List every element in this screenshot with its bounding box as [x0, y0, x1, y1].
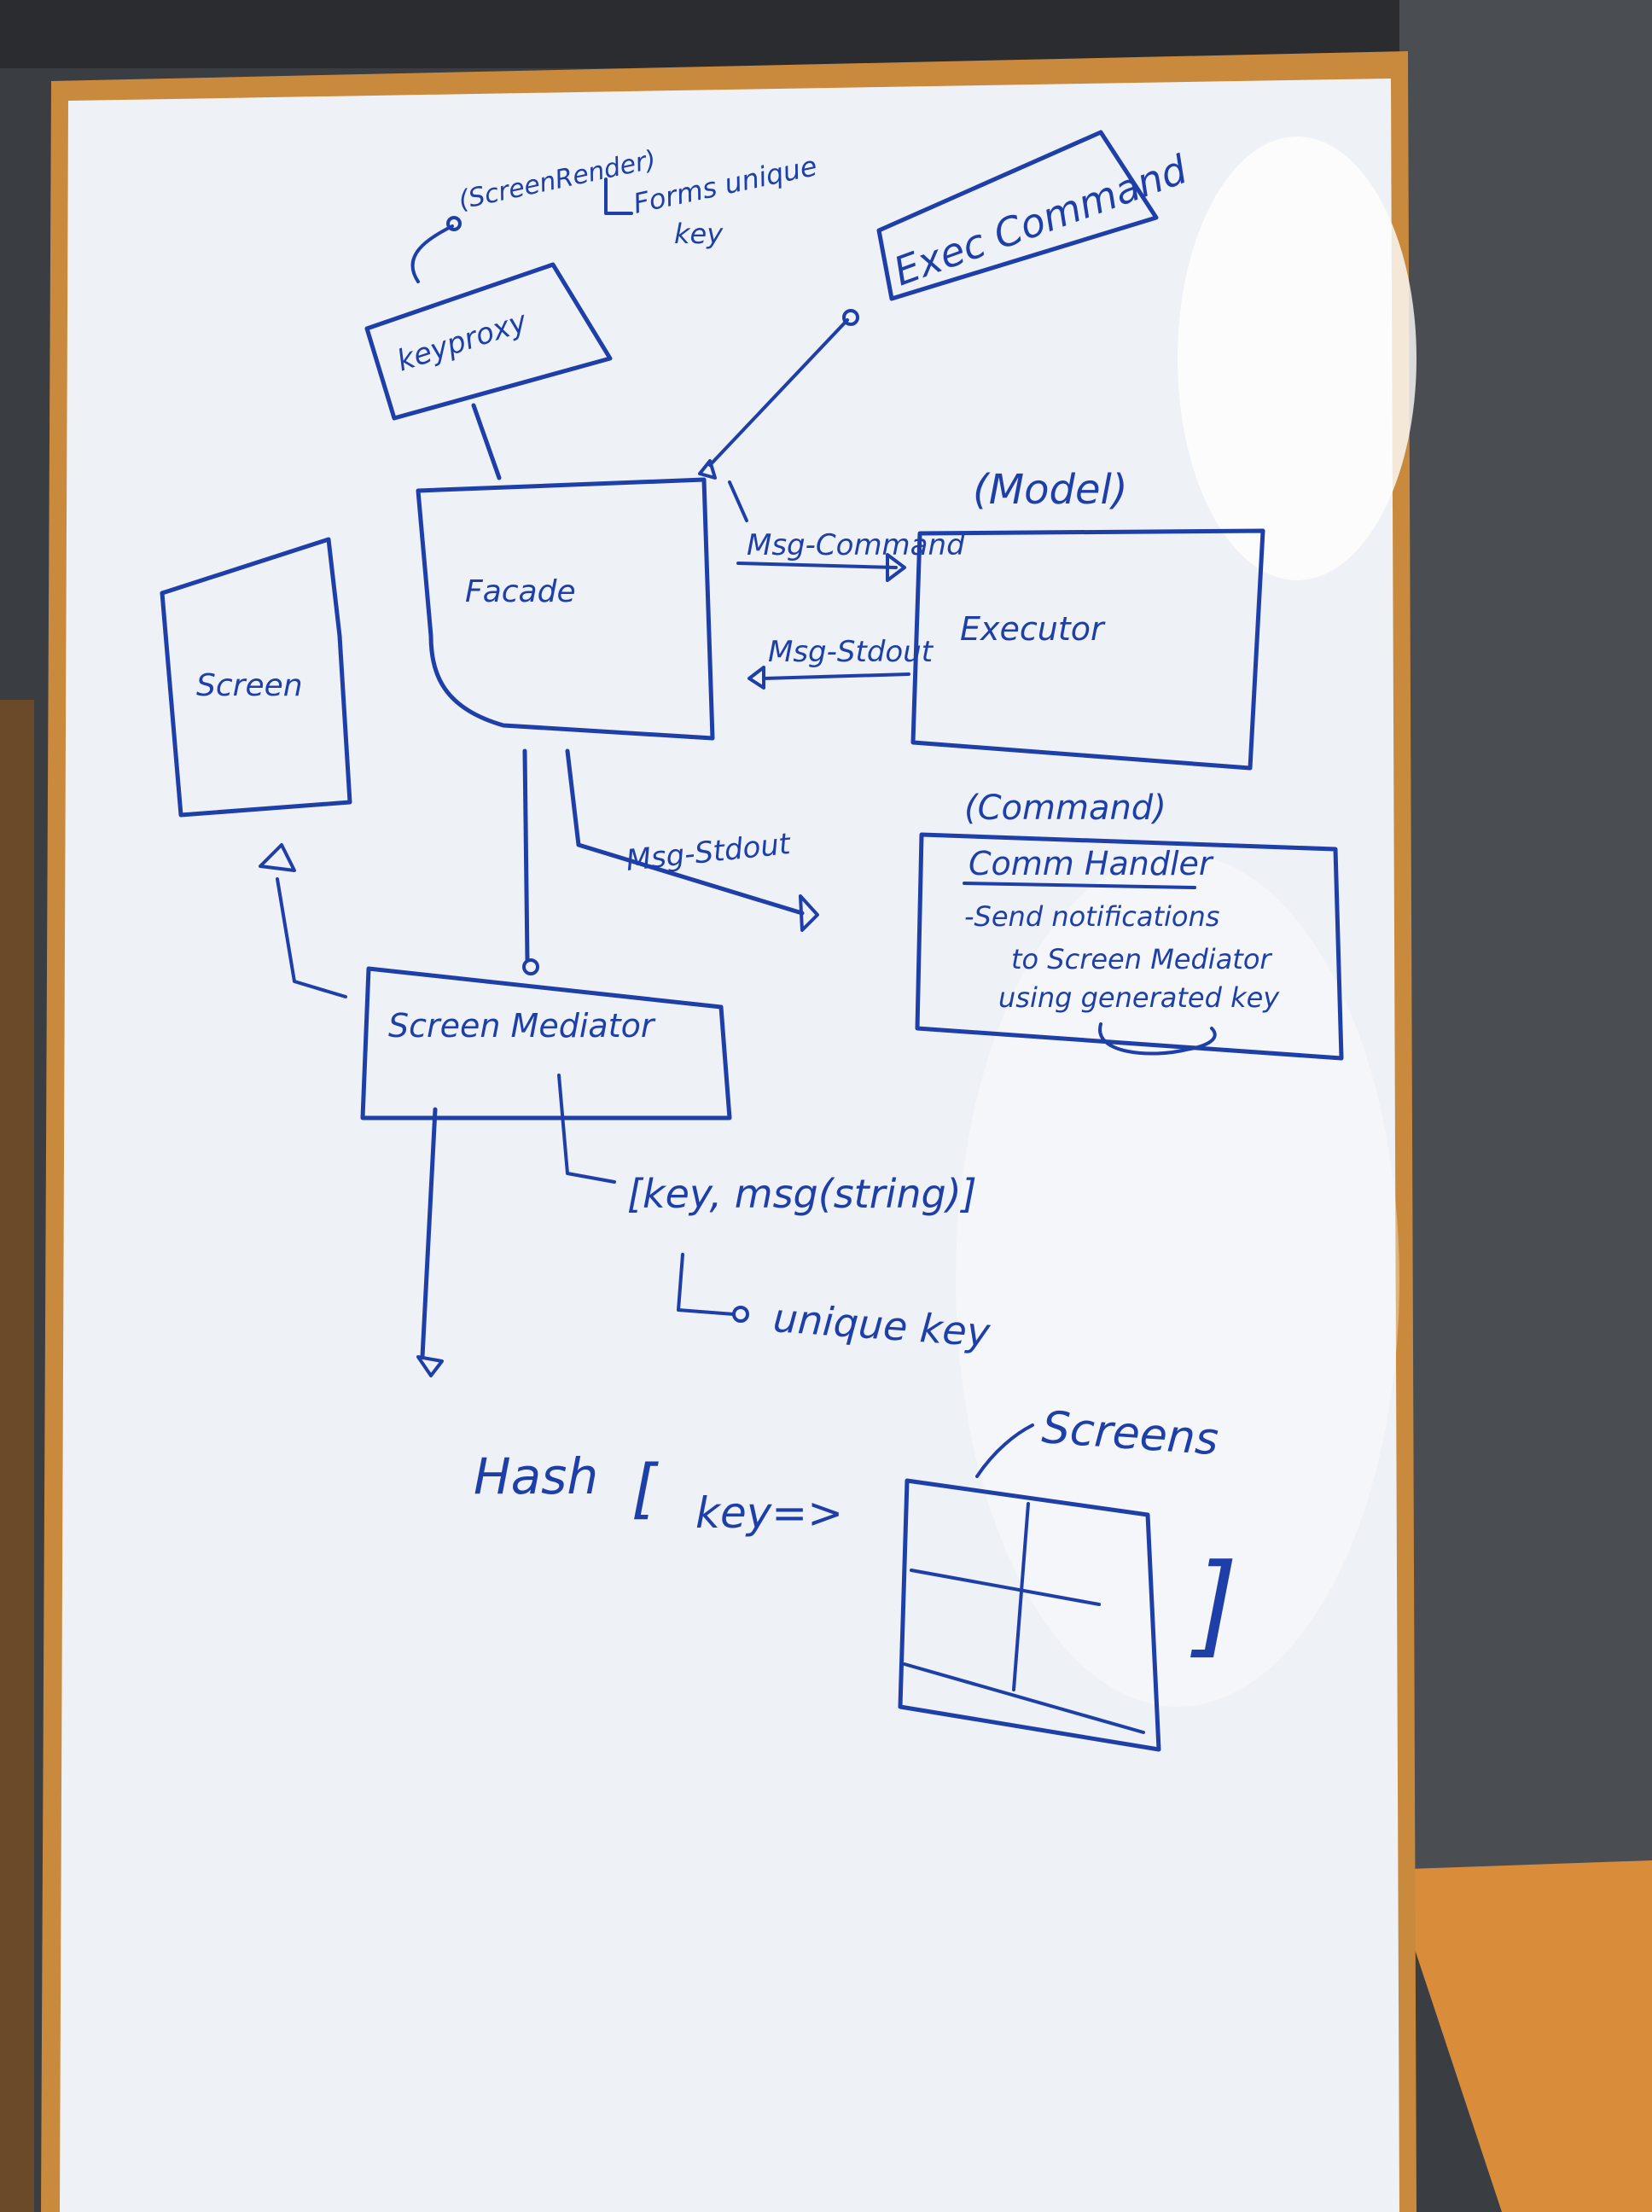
unique-key-hook: [677, 1253, 736, 1316]
screens-grid-vline: [1012, 1502, 1030, 1691]
glare-soft: [956, 853, 1399, 1707]
screen-label: Screen: [196, 668, 303, 703]
msg-command-arrow-head: [886, 553, 906, 582]
hash-bracket-close: ]: [1190, 1540, 1238, 1669]
facade-box: [416, 477, 715, 741]
tuple-connector: [557, 1074, 616, 1184]
screens-grid-hline: [910, 1569, 1101, 1606]
exec-connector-end: [842, 309, 859, 326]
comm-handler-line2: to Screen Mediator: [1011, 943, 1272, 975]
comm-handler-box: [915, 832, 1344, 1061]
command-label: (Command): [964, 789, 1166, 828]
mediator-down-line: [420, 1107, 438, 1359]
msg-command-label: Msg-Command: [747, 528, 965, 562]
whiteboard-surface: [60, 79, 1399, 2212]
executor-box: [910, 528, 1265, 771]
screens-label: Screens: [1040, 1402, 1220, 1465]
exec-command-box: [876, 130, 1159, 301]
screens-grid-hline-2: [903, 1662, 1145, 1734]
hash-bracket-open: [: [631, 1450, 659, 1526]
screens-grid-outline: [898, 1478, 1161, 1752]
msg-command-arrow-line: [728, 480, 898, 569]
model-label: (Model): [973, 466, 1128, 514]
facade-to-exec: [708, 318, 849, 467]
mediator-down-head: [416, 1355, 444, 1377]
mediator-to-screen-line: [276, 877, 347, 998]
comm-handler-key-scribble: [1098, 1022, 1217, 1056]
screen-mediator-label: Screen Mediator: [388, 1007, 656, 1045]
screens-pointer: [975, 1423, 1034, 1478]
screen-box: [160, 537, 352, 818]
keyproxy-connector: [410, 224, 454, 283]
desk-corner: [1408, 1860, 1652, 2212]
left-shelf: [0, 700, 34, 2212]
facade-to-mediator-end: [522, 958, 539, 975]
keyproxy-to-facade: [471, 403, 502, 480]
msg-stdout-left-label: Msg-Stdout: [768, 635, 934, 669]
facade-to-mediator-line: [522, 748, 530, 963]
facade-triangle: [698, 459, 717, 480]
msg-stdout-left-head: [747, 666, 765, 690]
forms-hook: [604, 178, 633, 215]
tuple-label: [key, msg(string)]: [627, 1171, 977, 1217]
hash-key-arrow: key=>: [695, 1488, 843, 1538]
msg-stdout-down-line: [565, 748, 805, 916]
keyproxy-connector-end: [446, 216, 462, 231]
msg-stdout-left-line: [762, 672, 910, 680]
cubicle-panel: [1399, 0, 1652, 1877]
hash-label: Hash: [474, 1447, 598, 1505]
comm-handler-line3: using generated key: [998, 981, 1280, 1014]
comm-handler-underline: [963, 882, 1196, 889]
executor-label: Executor: [960, 610, 1106, 648]
forms-key-label: key: [674, 218, 724, 250]
keyproxy-box: [364, 262, 613, 421]
screen-mediator-box: [360, 966, 732, 1121]
facade-label: Facade: [465, 574, 576, 609]
comm-handler-title: Comm Handler: [969, 845, 1214, 882]
mediator-to-screen-head: [259, 843, 296, 872]
glare: [1178, 137, 1416, 580]
msg-stdout-down-head: [799, 894, 819, 932]
comm-handler-line1: -Send notifications: [964, 900, 1219, 933]
unique-key-hook-end: [732, 1306, 749, 1323]
